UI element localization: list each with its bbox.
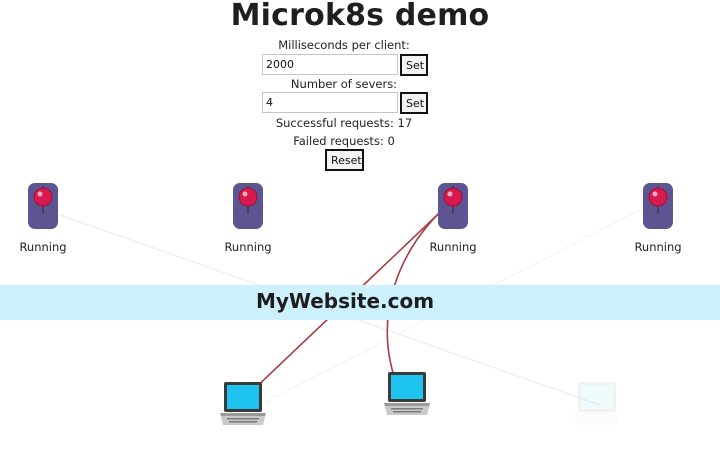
server-count-label: Number of severs: — [290, 77, 398, 91]
ms-per-client-row: Set — [262, 54, 428, 76]
laptop-icon — [573, 381, 621, 427]
ms-per-client-input[interactable] — [262, 54, 398, 75]
website-name: MyWebsite.com — [255, 289, 435, 313]
server-count-input[interactable] — [262, 92, 398, 113]
successful-requests-text: Successful requests: 17 — [275, 116, 413, 130]
server-status-label: Running — [634, 240, 682, 254]
website-banner — [0, 285, 720, 320]
server-pod-icon — [28, 183, 58, 231]
server-status-label: Running — [429, 240, 477, 254]
server-pod-icon — [438, 183, 468, 231]
set-ms-button[interactable]: Set — [400, 54, 428, 76]
laptop-icon — [219, 381, 267, 427]
laptop-icon — [383, 371, 431, 417]
server-count-row: Set — [262, 92, 428, 114]
set-servers-button[interactable]: Set — [400, 92, 428, 114]
server-status-label: Running — [19, 240, 67, 254]
failed-requests-text: Failed requests: 0 — [293, 134, 395, 148]
server-pod-icon — [643, 183, 673, 231]
server-status-label: Running — [224, 240, 272, 254]
reset-button[interactable]: Reset — [325, 149, 364, 171]
page-title: Microk8s demo — [230, 0, 490, 33]
ms-per-client-label: Milliseconds per client: — [278, 38, 410, 52]
server-pod-icon — [233, 183, 263, 231]
